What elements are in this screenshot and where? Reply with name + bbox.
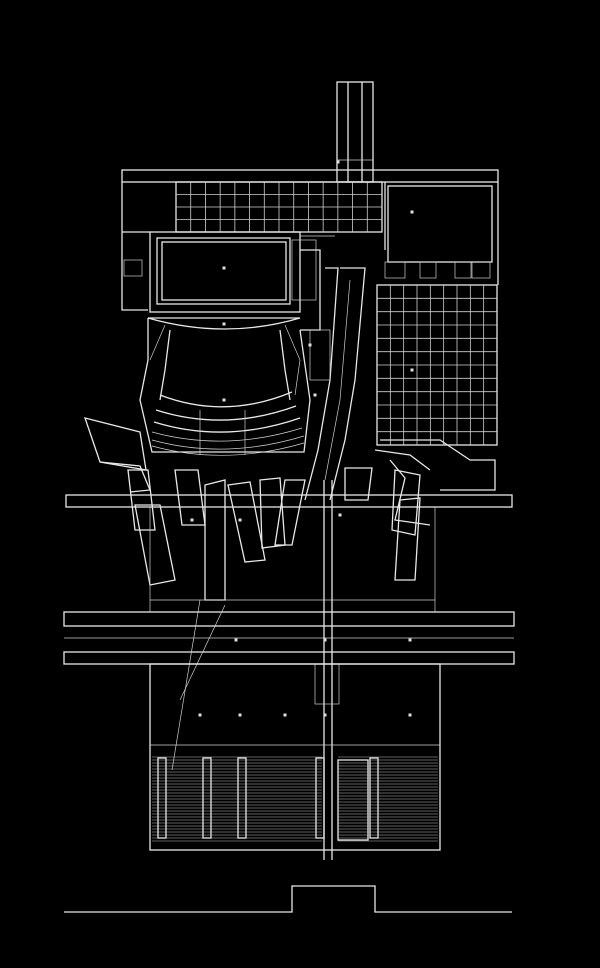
stage-room bbox=[123, 231, 335, 313]
top-right-room bbox=[384, 185, 493, 279]
ground-line bbox=[64, 885, 512, 913]
tower bbox=[336, 81, 374, 183]
grid-room-top bbox=[175, 181, 383, 233]
detail-marks bbox=[190, 160, 414, 717]
horizontal-bands bbox=[63, 494, 515, 771]
grid-room-right bbox=[376, 284, 498, 446]
lower-hall bbox=[149, 663, 441, 851]
splayed-wings bbox=[83, 417, 496, 601]
central-corridor bbox=[300, 249, 366, 501]
auditorium-seating bbox=[139, 317, 311, 456]
